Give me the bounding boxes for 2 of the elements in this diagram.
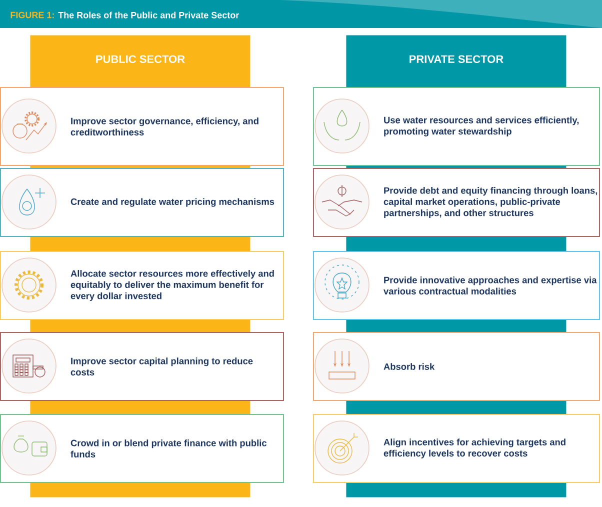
title-banner: FIGURE 1: The Roles of the Public and Private Sector — [0, 0, 602, 28]
role-card: Use water resources and services efficiently, promoting water stewardship — [313, 87, 600, 166]
